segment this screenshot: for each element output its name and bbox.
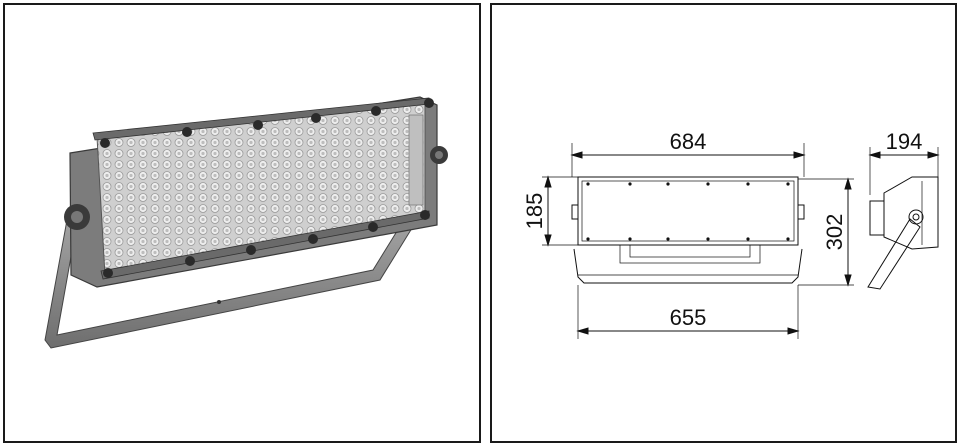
dim-185 xyxy=(542,175,578,247)
floodlight-photo xyxy=(44,96,448,349)
panel-divider xyxy=(484,0,489,433)
dim-label-194: 194 xyxy=(886,129,923,154)
dim-194 xyxy=(868,147,940,195)
dim-label-684: 684 xyxy=(670,129,707,154)
dimension-drawing-panel: 684 655 185 302 xyxy=(490,3,957,443)
dim-label-302: 302 xyxy=(822,214,847,251)
product-photo-panel xyxy=(3,3,481,443)
pivot-knob-left xyxy=(64,204,90,230)
pivot-knob-right xyxy=(430,146,448,164)
frame-clips xyxy=(100,98,434,278)
dim-684 xyxy=(570,143,806,177)
side-view xyxy=(867,176,939,290)
dim-302 xyxy=(798,177,854,287)
dim-655 xyxy=(576,285,800,339)
dim-label-185: 185 xyxy=(522,193,547,230)
technical-drawing: 684 655 185 302 xyxy=(522,129,940,339)
front-view xyxy=(571,176,805,284)
dim-label-655: 655 xyxy=(670,305,707,330)
